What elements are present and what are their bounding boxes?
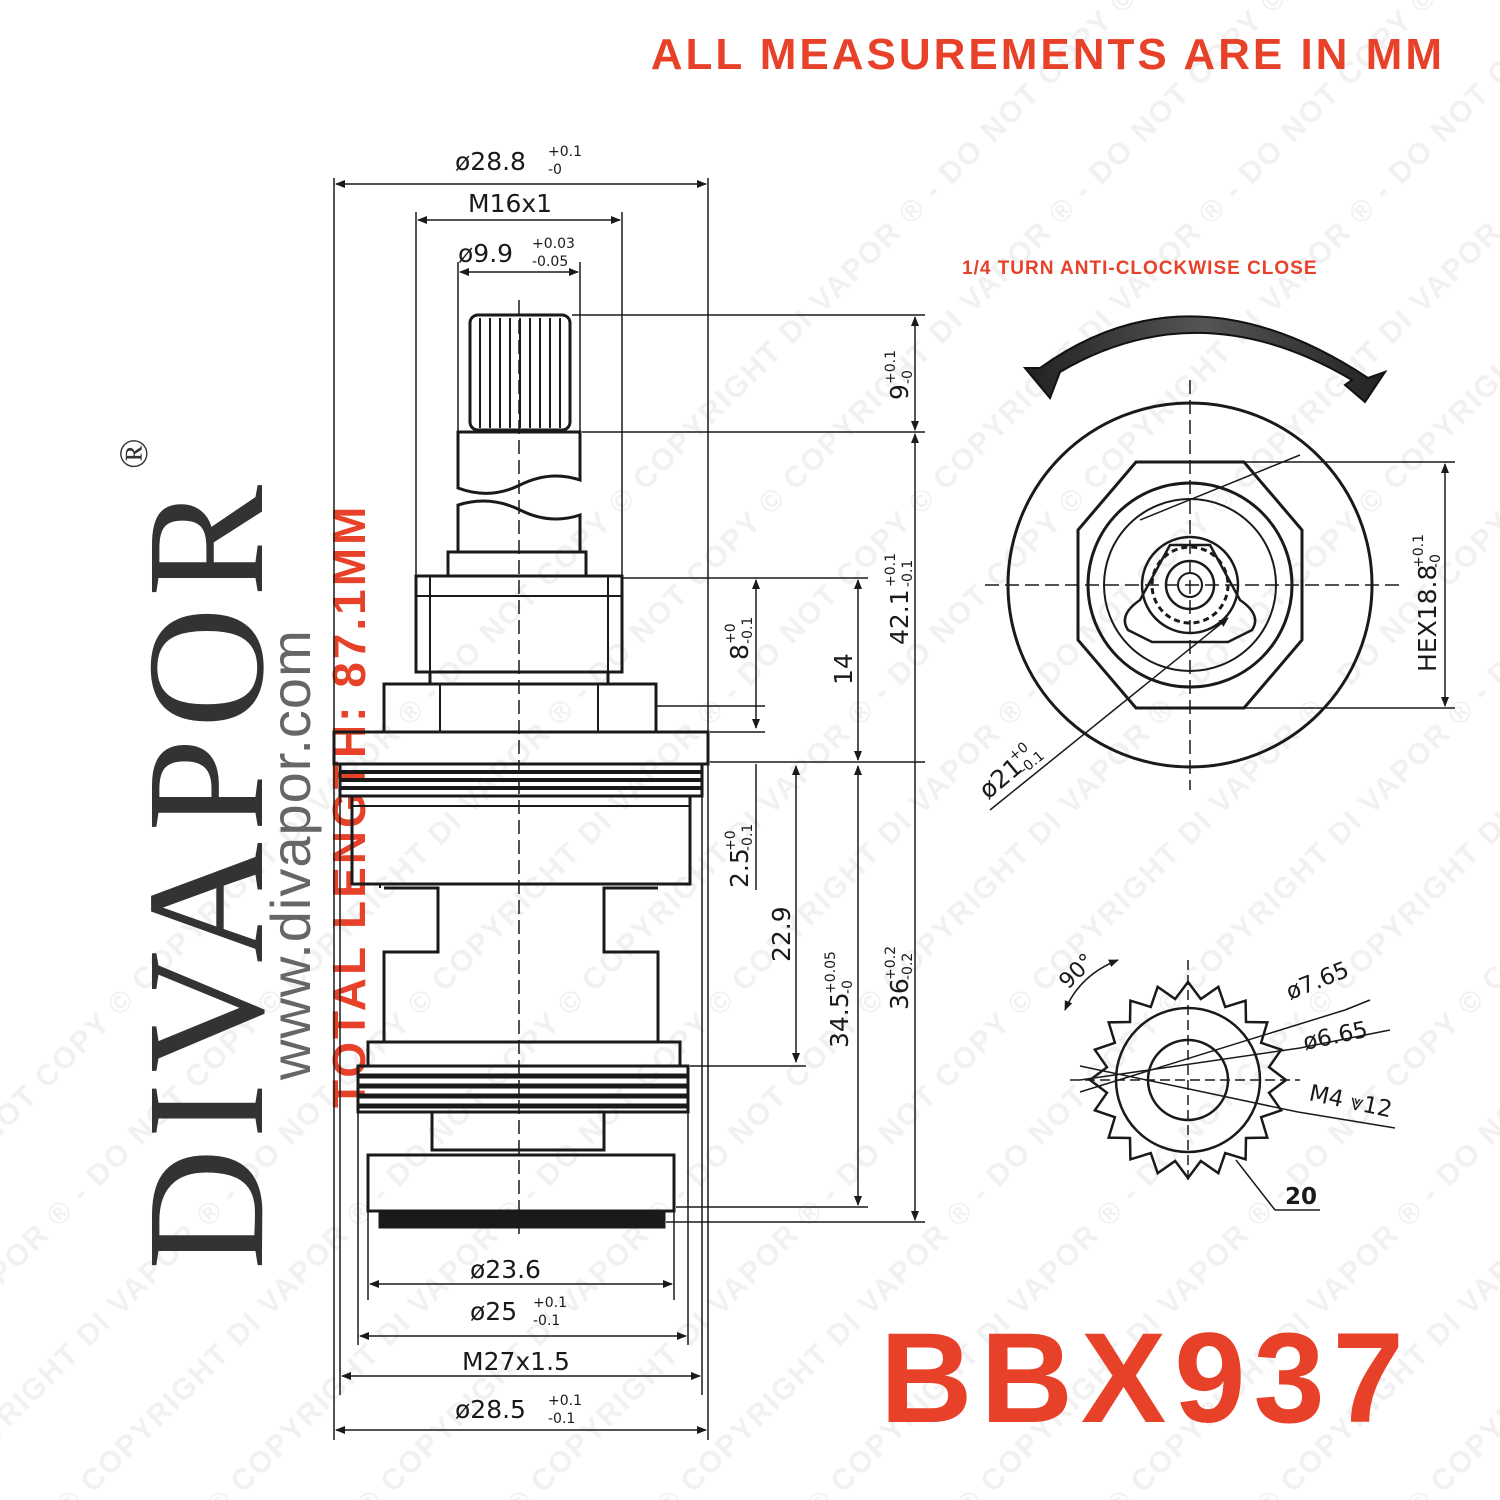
dim-d765: ø7.65: [1283, 957, 1353, 1006]
hex-dimension-lines: [989, 461, 1455, 811]
dim-teeth: 20: [1285, 1184, 1317, 1210]
top-dimension-lines: [333, 178, 709, 732]
dim-d236: ø23.6: [470, 1255, 541, 1284]
dim-v421-tol-dn: -0.1: [900, 560, 916, 587]
model-number: BBX937: [880, 1307, 1412, 1450]
dim-hex-tol-up: +0.1: [1411, 534, 1427, 568]
cartridge-top-view: [985, 380, 1405, 790]
dim-v9: 9: [885, 384, 914, 400]
spline-end-view: [1064, 959, 1396, 1211]
dim-d285-tol-up: +0.1: [548, 1393, 582, 1409]
dim-v14: 14: [829, 653, 858, 685]
dim-m27: M27x1.5: [462, 1347, 570, 1376]
rotation-note: 1/4 TURN ANTI-CLOCKWISE CLOSE: [962, 258, 1318, 279]
vertical-dimension-lines: [572, 314, 925, 1223]
dim-v421: 42.1: [885, 589, 914, 645]
dim-d25: ø25: [470, 1297, 517, 1326]
dim-v421-tol-up: +0.1: [883, 553, 899, 587]
bottom-dimension-lines: [333, 764, 709, 1440]
dim-v25-tol-dn: -0.1: [740, 824, 756, 851]
dim-v25-tol-up: +0: [723, 830, 739, 851]
dim-d285: ø28.5: [455, 1395, 526, 1424]
dim-v345-tol-up: +0.05: [823, 951, 839, 994]
dim-m16: M16x1: [468, 189, 552, 218]
dim-v229: 22.9: [767, 906, 796, 962]
dim-v8: 8: [725, 644, 754, 660]
dim-d288-tol-dn: -0: [548, 162, 562, 178]
dim-d288-tol-up: +0.1: [548, 144, 582, 160]
dim-v9-tol-dn: -0: [900, 370, 916, 384]
dim-angle: 90°: [1055, 949, 1100, 994]
dim-d285-tol-dn: -0.1: [548, 1411, 575, 1427]
dim-v36: 36: [885, 978, 914, 1010]
cartridge-side-view: [332, 300, 710, 1240]
dim-d25-tol-up: +0.1: [533, 1295, 567, 1311]
dim-d665: ø6.65: [1301, 1017, 1370, 1056]
dimension-labels: ø28.8 +0.1 -0 M16x1 ø9.9 +0.03 -0.05 ø23…: [455, 144, 1444, 1427]
dim-v345: 34.5: [825, 992, 854, 1048]
dim-v36-tol-up: +0.2: [883, 946, 899, 980]
dim-m4: M4 ⩔12: [1307, 1080, 1395, 1123]
measurement-unit-header: ALL MEASUREMENTS ARE IN MM: [650, 30, 1445, 79]
dim-v25: 2.5: [725, 848, 754, 888]
dim-hex-tol-dn: -0: [1428, 554, 1444, 568]
dim-v8-tol-dn: -0.1: [740, 617, 756, 644]
dim-hex: HEX18.8: [1413, 565, 1442, 672]
dim-d25-tol-dn: -0.1: [533, 1313, 560, 1329]
dim-v36-tol-dn: -0.2: [900, 953, 916, 980]
dim-v345-tol-dn: -0: [840, 980, 856, 994]
dim-d99-tol-up: +0.03: [532, 236, 575, 252]
dim-v8-tol-up: +0: [723, 623, 739, 644]
dim-v9-tol-up: +0.1: [883, 350, 899, 384]
dim-d99: ø9.9: [458, 239, 513, 268]
dim-d99-tol-dn: -0.05: [532, 254, 568, 270]
rotation-arrow-icon: [1022, 315, 1388, 404]
dim-d288: ø28.8: [455, 147, 526, 176]
